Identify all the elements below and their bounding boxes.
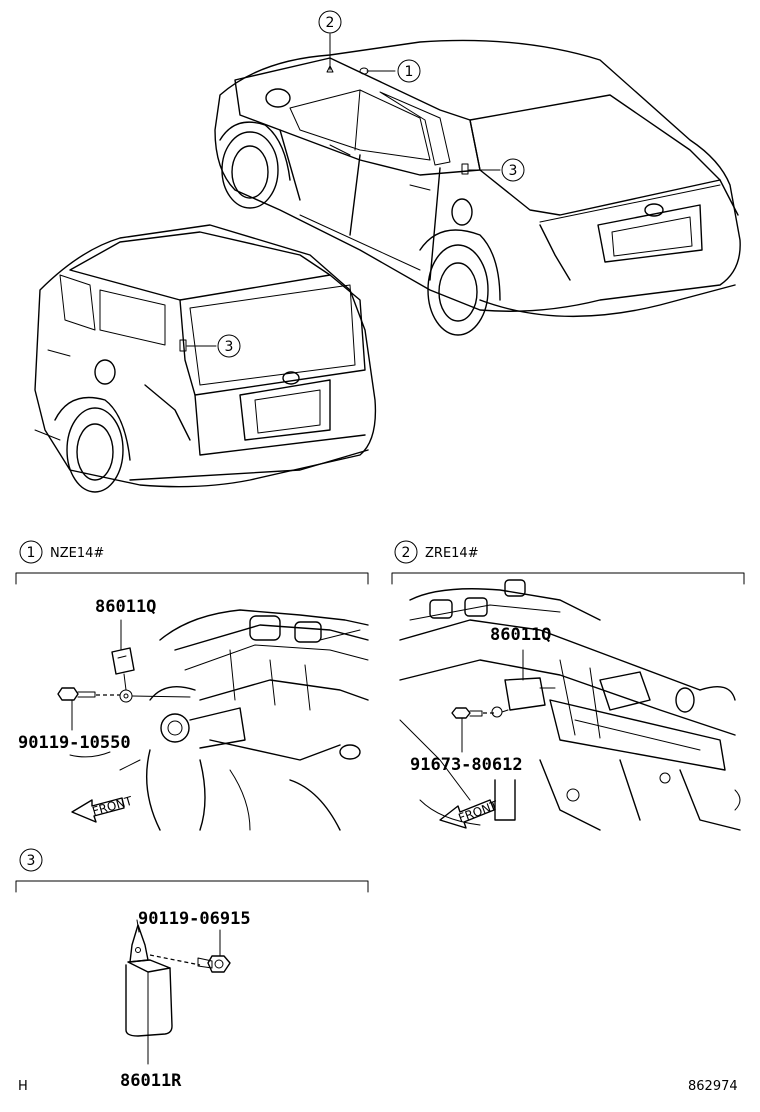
part-number-90119-10550: 90119-10550 — [18, 733, 131, 753]
section-model-label: ZRE14# — [425, 546, 479, 561]
section-number: 2 — [402, 545, 411, 561]
section-number: 1 — [27, 545, 36, 561]
callout-hatchback-3: 3 — [179, 334, 241, 358]
callout-sedan-1: 1 — [359, 59, 421, 83]
section-3-header: 3 — [15, 848, 369, 893]
callout-number: 3 — [509, 163, 518, 179]
hatchback-illustration — [34, 224, 377, 493]
bolt-90119-10550 — [57, 687, 120, 731]
footer-code: H — [18, 1079, 28, 1094]
engine-zre14 — [399, 579, 741, 831]
part-number-86011q: 86011Q — [490, 625, 551, 645]
callout-sedan-3: 3 — [461, 158, 525, 182]
bolt-90119-06915 — [149, 929, 231, 973]
callout-sedan-2: 2 — [318, 10, 342, 73]
callout-number: 3 — [225, 339, 234, 355]
part-number-90119-06915: 90119-06915 — [138, 909, 251, 929]
part-number-86011r: 86011R — [120, 1071, 182, 1091]
front-label: FRONT — [91, 794, 135, 819]
bolt-91673-80612 — [451, 707, 494, 753]
front-label: FRONT — [456, 798, 500, 825]
diagram-id: 862974 — [688, 1079, 738, 1094]
part-number-86011q: 86011Q — [95, 597, 156, 617]
section-2-header: 2 ZRE14# — [391, 540, 745, 585]
callout-number: 2 — [326, 15, 335, 31]
engine-nze14 — [69, 609, 369, 831]
sensor-86011q-zre — [491, 649, 556, 718]
section-1-header: 1 NZE14# — [15, 540, 369, 585]
callout-number: 1 — [405, 64, 414, 80]
part-number-91673-80612: 91673-80612 — [410, 755, 523, 775]
sensor-86011r — [125, 919, 173, 1065]
sensor-86011q-nze — [111, 619, 191, 703]
section-model-label: NZE14# — [50, 546, 104, 561]
sedan-illustration — [214, 39, 741, 336]
front-arrow-1: FRONT — [71, 794, 135, 823]
section-number: 3 — [27, 853, 36, 869]
